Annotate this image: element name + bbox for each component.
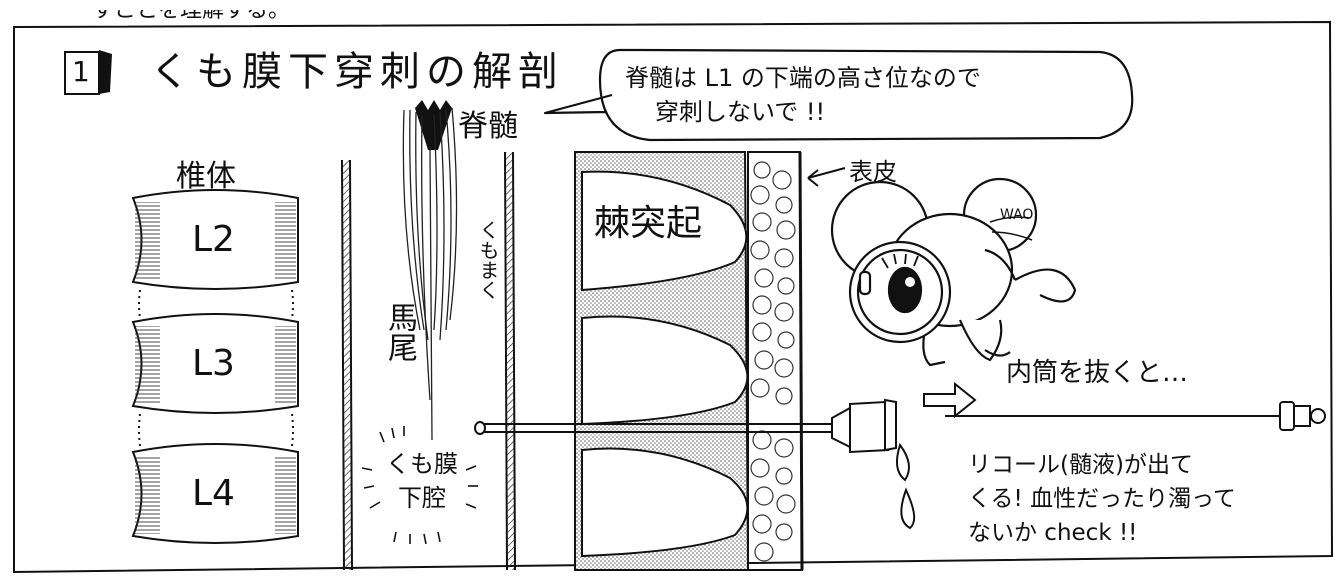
burst-marks [361,426,478,545]
label-vertebral-body: 椎体 [176,159,236,194]
panel-frame [13,20,1334,574]
fat-layer [747,151,804,571]
spinal-needle [474,398,897,454]
dura-left-line [341,159,353,571]
vertebra-label-L2: L2 [192,219,235,260]
result-line-3: ないか check !! [968,520,1138,546]
spinal-cord-tip [415,100,452,150]
vertebra-label-L3: L3 [192,343,235,384]
section-number-box [64,50,112,95]
skin-surface [798,151,804,571]
bubble-line-2: 穿刺しないで !! [655,98,826,126]
vertebra-L3-shape [131,313,299,414]
epidermis-arrow [807,167,846,187]
mouse-character [830,177,1077,367]
stylet [945,401,1326,431]
bubble-line-1: 脊髄は L1 の下端の高さ位なので [625,64,981,92]
csf-drop-2 [900,487,916,530]
spinous-process-1 [581,170,748,292]
vertebra-L2-shape [131,189,299,290]
csf-drop-1 [895,442,910,482]
section-number: 1 [72,55,90,88]
result-line-2: くる! 血性だったり濁って [968,486,1236,512]
label-epidermis: 表皮 [849,158,897,186]
arachnoid-right-line [504,151,516,571]
label-subarachnoid-line2: 下腔 [398,484,446,512]
label-arachnoid: くもまく [476,220,500,300]
mouse-exclaim: WAO [1000,207,1034,223]
label-spinous-process: 棘突起 [594,203,703,244]
action-text: 内筒を抜くと… [1006,358,1189,388]
label-spinal-cord: 脊髄 [458,109,518,144]
speech-bubble-shape [543,48,1134,142]
right-arrow [923,381,977,419]
label-subarachnoid-line1: くも膜 [386,450,458,478]
section-title: くも膜下穿刺の解剖 [150,49,564,95]
vertebra-label-L4: L4 [192,473,235,514]
cauda-equina-lines [402,107,458,441]
top-cut-text: すことを理解する。 [92,0,291,23]
result-line-1: リコール(髄液)が出て [968,452,1193,478]
vertebra-L4-shape [131,443,299,544]
label-cauda-equina: 馬尾 [382,302,417,362]
